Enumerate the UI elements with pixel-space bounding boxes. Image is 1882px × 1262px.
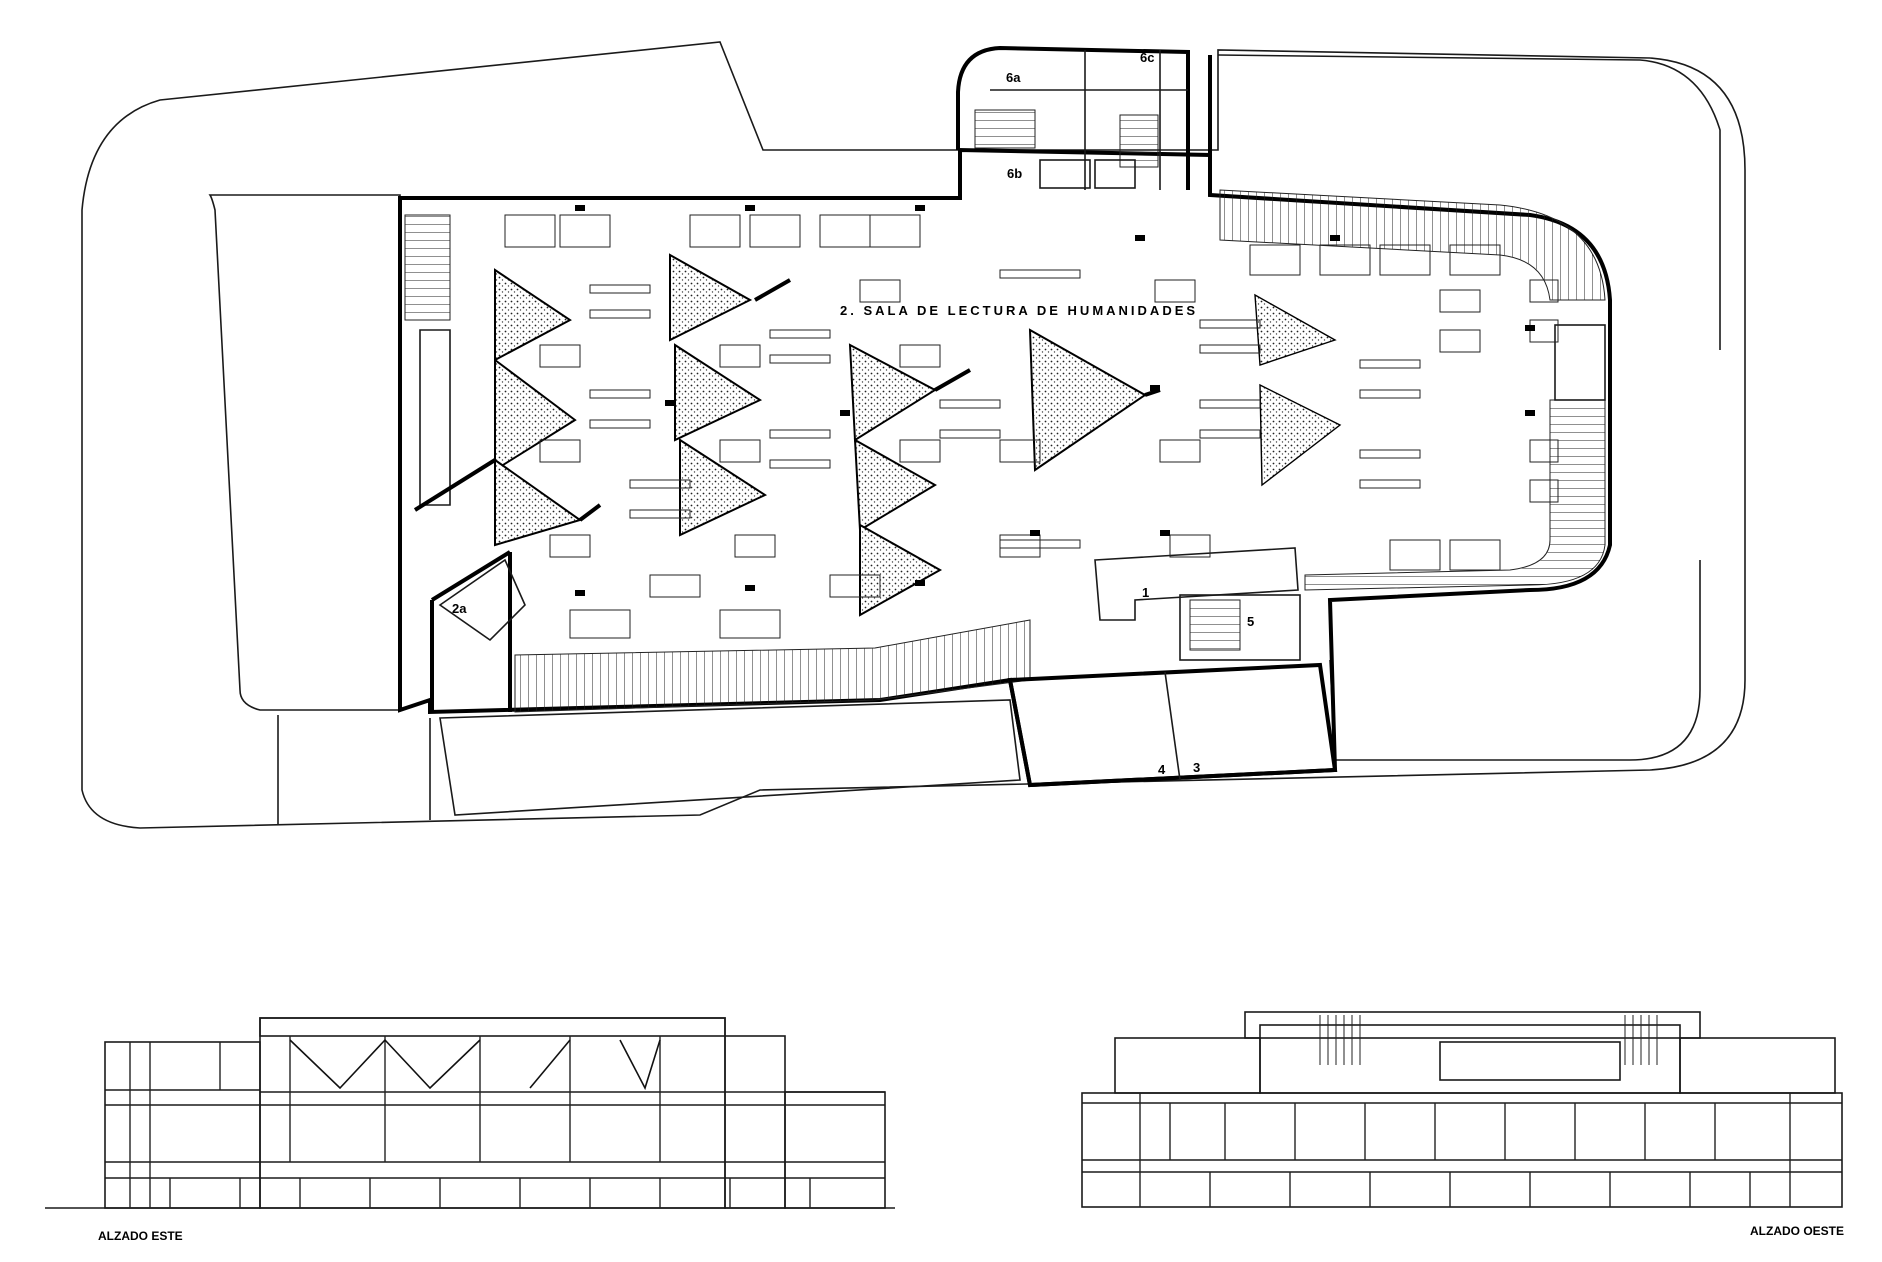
service-block-north <box>956 45 1190 190</box>
south-annex <box>1007 662 1338 788</box>
plaza-outline <box>208 194 401 711</box>
east-elevation-mullions <box>129 1036 811 1208</box>
site-outline <box>81 41 1746 829</box>
room-label-6b: 6b <box>1007 166 1022 181</box>
east-elevation: ALZADO ESTE <box>45 1017 895 1243</box>
reading-room-label: 2. SALA DE LECTURA DE HUMANIDADES <box>840 303 1198 318</box>
stair-band-south <box>514 619 1031 713</box>
floor-plan: 2. SALA DE LECTURA DE HUMANIDADES 1 2a 3… <box>81 41 1746 829</box>
room-label-6c: 6c <box>1140 50 1154 65</box>
west-elevation: ALZADO OESTE <box>1081 1011 1844 1238</box>
room-label-2a: 2a <box>452 601 467 616</box>
room-label-3: 3 <box>1193 760 1200 775</box>
room-label-6a: 6a <box>1006 70 1021 85</box>
east-elevation-bracing <box>289 1038 661 1091</box>
reading-tables <box>504 214 1559 639</box>
light-wells <box>494 253 1342 617</box>
room-label-5: 5 <box>1247 614 1254 629</box>
room-label-1: 1 <box>1142 585 1149 600</box>
west-elevation-mullions <box>1139 1093 1791 1207</box>
east-elevation-label: ALZADO ESTE <box>98 1229 183 1243</box>
west-elevation-fins <box>1319 1015 1658 1065</box>
columns <box>575 205 1535 596</box>
west-elevation-label: ALZADO OESTE <box>1750 1224 1844 1238</box>
room-label-4: 4 <box>1158 762 1166 777</box>
